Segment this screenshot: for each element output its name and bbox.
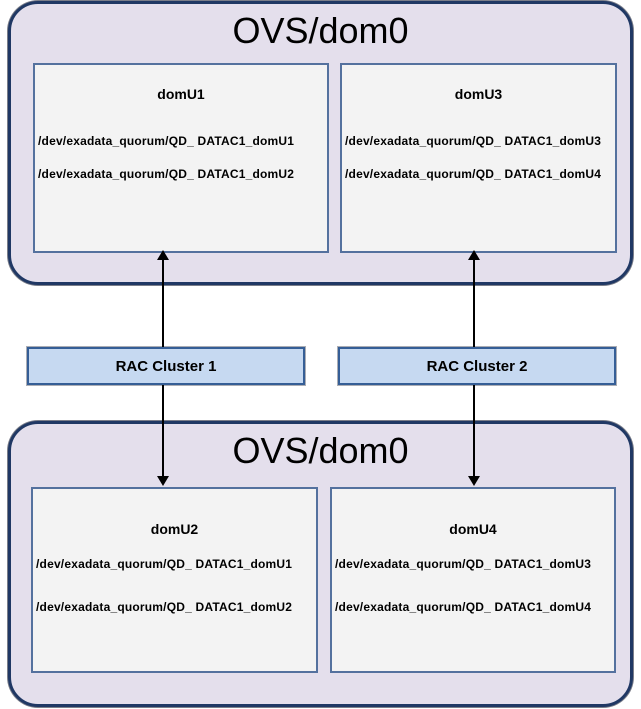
vm-box-domU4: domU4 /dev/exadata_quorum/QD_ DATAC1_dom… [330, 487, 616, 673]
quorum-disk-path: /dev/exadata_quorum/QD_ DATAC1_domU1 [36, 557, 293, 571]
ovs-dom0-host-top: OVS/dom0 domU1 /dev/exadata_quorum/QD_ D… [8, 1, 633, 285]
vm-box-domU1: domU1 /dev/exadata_quorum/QD_ DATAC1_dom… [33, 63, 329, 253]
rac-cluster-2-bar: RAC Cluster 2 [338, 347, 616, 385]
rac-cluster-1-label: RAC Cluster 1 [115, 357, 217, 375]
quorum-disk-path: /dev/exadata_quorum/QD_ DATAC1_domU1 [38, 134, 295, 148]
ovs-dom0-host-bottom: OVS/dom0 domU2 /dev/exadata_quorum/QD_ D… [8, 421, 633, 707]
vm-box-domU2: domU2 /dev/exadata_quorum/QD_ DATAC1_dom… [31, 487, 318, 673]
rac-cluster-2-label: RAC Cluster 2 [426, 357, 528, 375]
arrow-cluster2-to-domU3-icon [468, 250, 480, 347]
arrow-cluster2-to-domU4-icon [468, 385, 480, 486]
arrowhead-down-icon [468, 476, 480, 486]
quorum-disk-path: /dev/exadata_quorum/QD_ DATAC1_domU3 [345, 134, 602, 148]
rac-cluster-1-bar: RAC Cluster 1 [27, 347, 305, 385]
quorum-disk-path: /dev/exadata_quorum/QD_ DATAC1_domU2 [36, 600, 293, 614]
arrow-shaft [473, 259, 475, 347]
vm-name: domU2 [150, 521, 199, 537]
host-title: OVS/dom0 [232, 430, 409, 471]
arrow-cluster1-to-domU1-icon [157, 250, 169, 347]
quorum-disk-path: /dev/exadata_quorum/QD_ DATAC1_domU4 [335, 600, 592, 614]
quorum-disk-path: /dev/exadata_quorum/QD_ DATAC1_domU2 [38, 167, 295, 181]
vm-box-domU3: domU3 /dev/exadata_quorum/QD_ DATAC1_dom… [340, 63, 617, 253]
host-title: OVS/dom0 [232, 10, 409, 51]
arrow-cluster1-to-domU2-icon [157, 385, 169, 486]
quorum-disk-path: /dev/exadata_quorum/QD_ DATAC1_domU4 [345, 167, 602, 181]
arrowhead-up-icon [468, 250, 480, 260]
arrow-shaft [473, 385, 475, 477]
vm-name: domU4 [449, 521, 497, 537]
arrow-shaft [162, 259, 164, 347]
vm-name: domU1 [157, 86, 205, 102]
vm-name: domU3 [454, 86, 503, 102]
quorum-disk-path: /dev/exadata_quorum/QD_ DATAC1_domU3 [335, 557, 592, 571]
arrow-shaft [162, 385, 164, 477]
arrowhead-down-icon [157, 476, 169, 486]
arrowhead-up-icon [157, 250, 169, 260]
